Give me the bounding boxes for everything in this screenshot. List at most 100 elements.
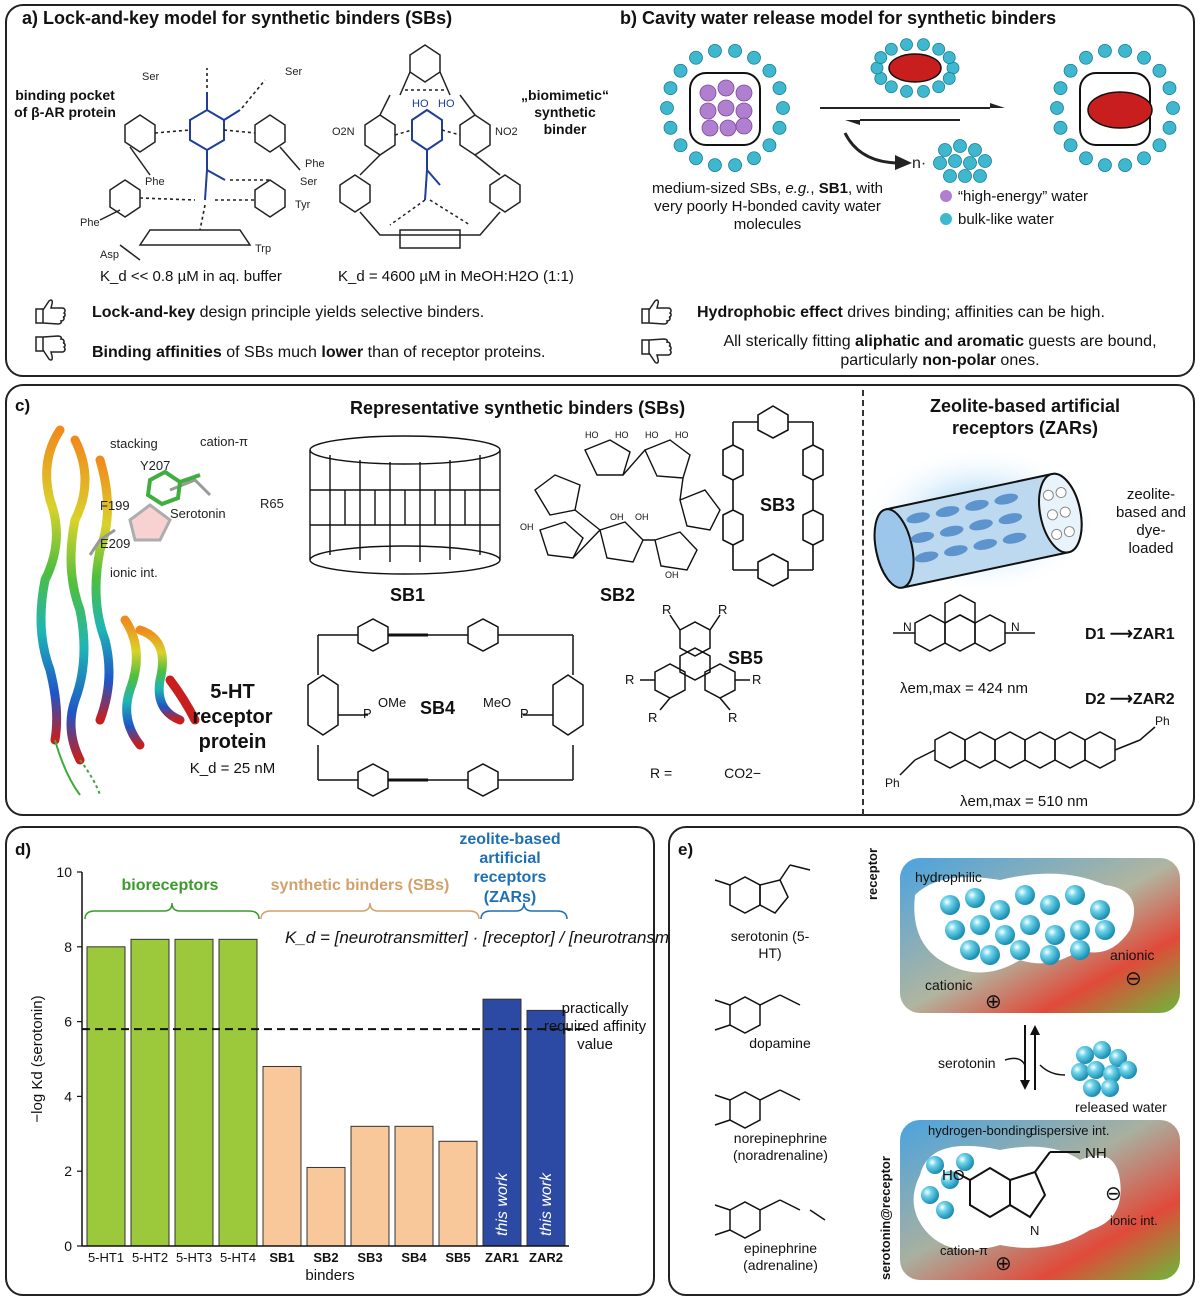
svg-text:HO: HO — [675, 430, 689, 440]
water-sphere — [776, 101, 790, 115]
binding-pocket-label: binding pocket of β-AR protein — [14, 87, 116, 120]
n-label: n· — [912, 155, 926, 172]
high-energy-water — [735, 117, 753, 135]
x-tick-label: ZAR1 — [485, 1250, 519, 1265]
residue-phe-1: Phe — [145, 176, 165, 188]
water-sphere — [1137, 151, 1151, 166]
water-sphere — [673, 63, 688, 78]
water-sphere — [1098, 43, 1112, 58]
bar-5-ht2 — [130, 938, 170, 1247]
arrow-right-icon: ⟶ — [1109, 691, 1133, 708]
label-serotonin: serotonin — [938, 1055, 996, 1071]
water-ball — [926, 1156, 944, 1174]
molecule-norepinephrine: norepinephrine (noradrenaline) — [733, 1130, 828, 1163]
pro-hydrophobic: Hydrophobic effect drives binding; affin… — [697, 303, 1105, 322]
annotation-stacking: stacking — [110, 436, 158, 451]
water-sphere — [1050, 101, 1064, 115]
water-sphere — [1152, 63, 1167, 78]
minus-icon: ⊖ — [1125, 968, 1142, 990]
pro-lock-and-key-rest: design principle yields selective binder… — [195, 304, 485, 321]
svg-text:N: N — [1030, 1223, 1039, 1238]
bar-5-ht3 — [174, 938, 214, 1247]
water-sphere — [728, 158, 742, 173]
threshold-label: practically required affinity value — [543, 1000, 647, 1053]
legend-high-energy: “high-energy” water — [940, 188, 1088, 206]
water-sphere — [747, 151, 761, 166]
con-bold-aliph: aliphatic and aromatic — [855, 333, 1024, 350]
residue-ser-1: Ser — [142, 71, 159, 83]
annotation-y207: Y207 — [140, 458, 170, 473]
water-sphere — [884, 42, 898, 56]
water-sphere — [978, 154, 992, 168]
con-mid: of SBs much — [221, 344, 322, 361]
thumb-down-icon — [641, 338, 672, 364]
legend-high-text: “high-energy” water — [958, 188, 1089, 205]
annotation-cation-pi: cation-π — [200, 434, 248, 449]
high-energy-water — [735, 84, 753, 102]
bar-zar2 — [526, 1009, 566, 1247]
water-sphere — [942, 51, 956, 64]
thumb-down-icon — [35, 335, 66, 361]
x-tick-label: SB4 — [401, 1250, 427, 1265]
sb5-r-definition: R = CO2− — [650, 765, 761, 782]
y-axis-label: −log Kd (serotonin) — [29, 995, 46, 1122]
water-sphere — [932, 80, 946, 94]
water-sphere — [689, 50, 703, 65]
zar-description: zeolite-based and dye-loaded — [1115, 486, 1187, 557]
high-energy-water — [717, 99, 735, 117]
medium-sb-caption: medium-sized SBs, e.g., SB1, with very p… — [652, 180, 883, 233]
annotation-serotonin: Serotonin — [170, 506, 226, 521]
dye-d2-structure: Ph Ph — [885, 714, 1170, 790]
side-label-complex: serotonin@receptor — [878, 1156, 893, 1280]
plus-icon: ⊕ — [995, 1253, 1012, 1275]
high-energy-water — [699, 84, 717, 102]
sb1-label: SB1 — [390, 585, 426, 605]
zar1-label: ZAR1 — [1132, 626, 1175, 643]
water-ball — [1090, 900, 1110, 920]
bar-zar1 — [482, 998, 522, 1247]
x-axis-label: binders — [305, 1267, 354, 1284]
x-tick-label: SB1 — [269, 1250, 294, 1265]
r-def-co2: CO2− — [724, 765, 762, 781]
water-sphere — [900, 38, 913, 52]
biomimetic-binder-structure: O2N NO2 HO HO — [332, 44, 521, 249]
x-tick-label: SB5 — [445, 1250, 470, 1265]
d1-to-zar1: D1 ⟶ZAR1 — [1085, 625, 1175, 644]
molecule-epinephrine: epinephrine (adrenaline) — [743, 1240, 818, 1273]
water-sphere — [772, 81, 787, 96]
receptor-cavity-water — [940, 885, 1115, 965]
high-energy-water — [719, 119, 737, 137]
con-bold: lower — [321, 344, 364, 361]
thumb-up-icon — [641, 299, 672, 325]
nitro-group-left: O2N — [332, 126, 355, 138]
con-all-guests: All sterically fitting aliphatic and aro… — [690, 332, 1190, 370]
water-ball — [1103, 1065, 1121, 1083]
group-synthetic-binders: synthetic binders (SBs) — [270, 877, 450, 894]
water-sphere — [1166, 101, 1180, 115]
annotation-f199: F199 — [100, 498, 130, 513]
water-ball — [1015, 885, 1035, 905]
residue-ser-2: Ser — [285, 66, 302, 78]
svg-text:R: R — [752, 672, 761, 687]
label-cationic: cationic — [925, 977, 972, 993]
water-sphere — [1162, 81, 1177, 96]
water-sphere — [762, 138, 777, 153]
this-work-label: this work — [538, 1172, 555, 1236]
lambda-d2: λem,max = 510 nm — [960, 793, 1088, 810]
water-sphere — [1063, 63, 1078, 78]
annotation-r65: R65 — [260, 496, 284, 511]
water-ball — [1070, 920, 1090, 940]
kd-pocket: K_d << 0.8 µM in aq. buffer — [100, 268, 282, 285]
con-nonpolar: non-polar — [922, 352, 996, 370]
svg-text:N: N — [1011, 620, 1020, 634]
y-tick-label: 2 — [64, 1163, 72, 1179]
water-ball — [1119, 1061, 1137, 1079]
bar-sb2 — [306, 1166, 346, 1247]
high-energy-water-icon — [940, 190, 952, 202]
sb2-label: SB2 — [600, 585, 636, 605]
cavity-water-release-diagram: n· — [660, 38, 1180, 183]
kd-equation-text: K_d = [neurotransmitter] · [receptor] / … — [285, 928, 782, 947]
water-sphere — [900, 84, 913, 98]
